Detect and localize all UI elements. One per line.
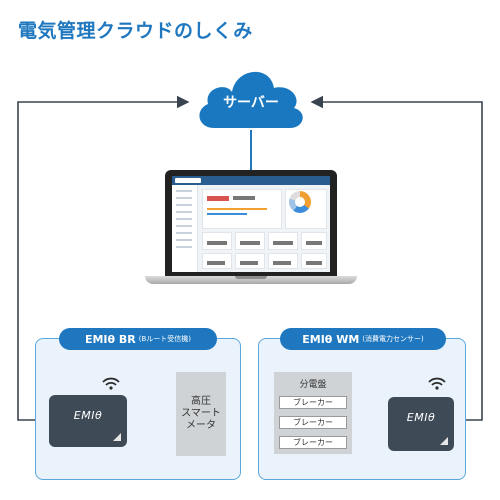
wm-subheading-text: (消費電力センサー) xyxy=(362,335,424,343)
cloud-label: サーバー xyxy=(223,95,279,111)
dashboard-card-8 xyxy=(301,253,327,269)
dashboard-card-3 xyxy=(268,232,298,250)
dashboard-header xyxy=(172,176,330,185)
dashboard-card-5 xyxy=(202,253,232,269)
br-panel-heading: EMIθ BR (Bルート受信機) xyxy=(59,328,217,350)
laptop-dashboard xyxy=(145,170,357,290)
dashboard-card-main xyxy=(202,189,282,229)
meter-label-line: メータ xyxy=(186,420,216,431)
smart-meter: 高圧 スマート メータ xyxy=(176,372,226,456)
dashboard-logo xyxy=(175,178,201,183)
page-title: 電気管理クラウドのしくみ xyxy=(18,20,253,42)
wifi-icon xyxy=(427,375,447,390)
cloud-icon xyxy=(199,71,303,128)
breaker: ブレーカー xyxy=(279,436,347,449)
device-logo: EMIθ xyxy=(406,411,436,424)
device-corner-mark xyxy=(113,433,121,441)
device-corner-mark xyxy=(440,437,448,445)
dashboard-screen xyxy=(172,176,330,272)
breaker: ブレーカー xyxy=(279,396,347,409)
emio-br-device: EMIθ xyxy=(49,395,127,447)
meter-label-line: スマート xyxy=(181,408,221,419)
br-heading-text: EMIθ BR xyxy=(84,332,136,346)
dashboard-card-4 xyxy=(301,232,327,250)
br-to-cloud-arrow xyxy=(17,95,190,421)
breaker: ブレーカー xyxy=(279,416,347,429)
board-title: 分電盤 xyxy=(299,380,327,390)
dashboard-card-2 xyxy=(235,232,265,250)
dashboard-sidebar xyxy=(172,185,198,272)
wm-to-cloud-arrow xyxy=(310,95,483,421)
dashboard-card-7 xyxy=(268,253,298,269)
br-subheading-text: (Bルート受信機) xyxy=(138,335,192,343)
distribution-board: 分電盤 ブレーカー ブレーカー ブレーカー xyxy=(274,372,352,454)
dashboard-donut-chart xyxy=(289,191,311,213)
dashboard-card-6 xyxy=(235,253,265,269)
dashboard-card-1 xyxy=(202,232,232,250)
emio-wm-device: EMIθ xyxy=(388,397,454,451)
laptop-base xyxy=(145,276,357,284)
meter-label-line: 高圧 xyxy=(191,396,211,407)
wm-heading-text: EMIθ WM xyxy=(302,332,360,346)
laptop-notch xyxy=(235,276,267,279)
wifi-icon xyxy=(101,375,121,390)
wm-panel-heading: EMIθ WM (消費電力センサー) xyxy=(280,328,446,350)
device-logo: EMIθ xyxy=(73,409,103,422)
server-cloud: サーバー xyxy=(192,58,310,132)
